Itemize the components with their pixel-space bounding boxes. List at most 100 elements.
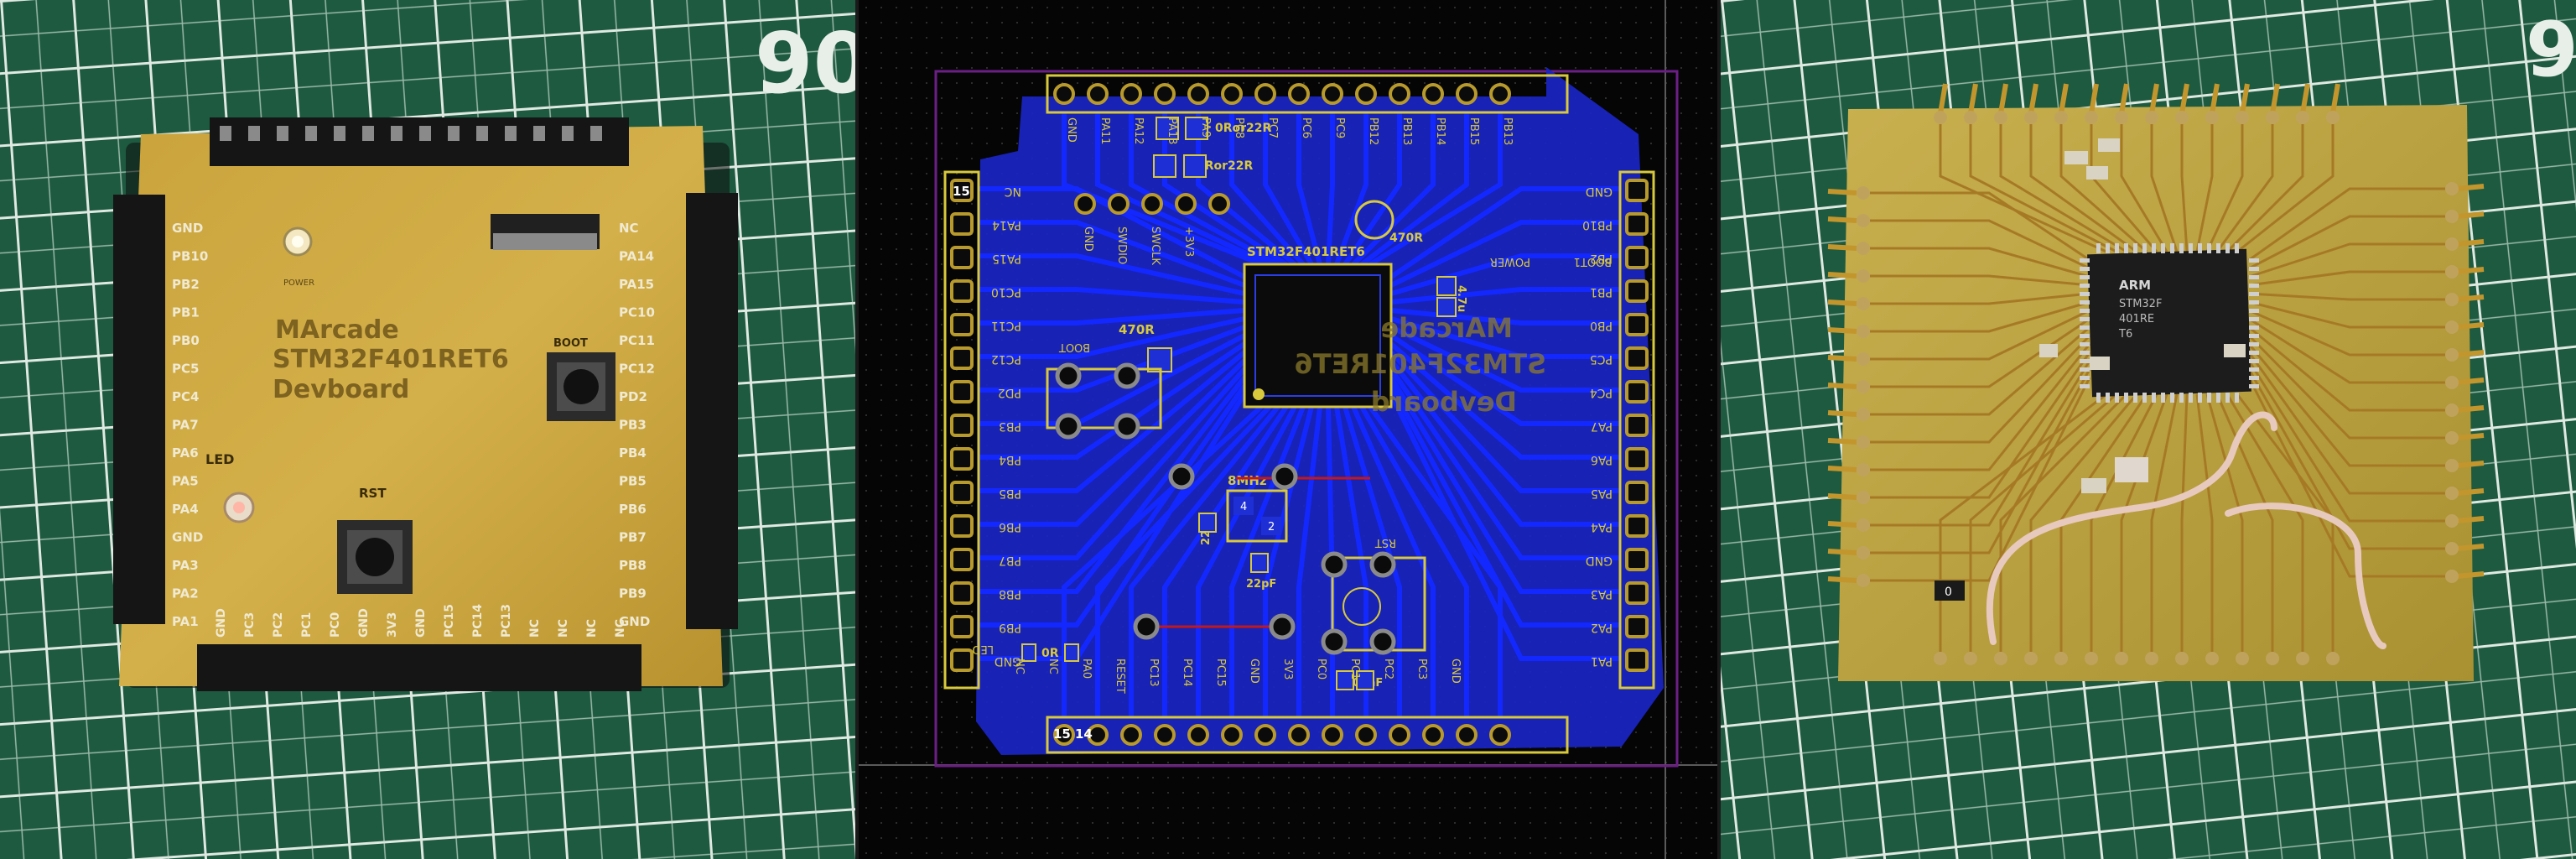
svg-text:STM32F401RET6: STM32F401RET6 [1295, 348, 1547, 380]
boot-button [547, 352, 615, 421]
r470b-label: 470R [1389, 232, 1423, 245]
pin-label-right: PA15 [619, 277, 654, 292]
right-pin-labels: NCPA14PA15PC10PC11PC12PD2PB3PB4PB5PB6PB7… [619, 221, 655, 629]
swd-label: SWDIO [1115, 226, 1128, 264]
photo-panel-assembled-board: 90 MArcade STM32F401RET6 Devboard POWER … [0, 0, 855, 859]
pcb-pin-label-top: PB14 [1434, 117, 1446, 145]
pin-label-bottom: GND [215, 608, 228, 638]
pin-label-left: PA4 [172, 502, 199, 517]
pin-label-left: PC4 [172, 389, 199, 404]
pin-number-14: 14 [1075, 726, 1093, 742]
mcu-footprint [1243, 263, 1393, 409]
mirrored-board-title: MArcade STM32F401RET6 Devboard [1295, 312, 1547, 418]
pcb-pin-label-bottom: RESET [1114, 659, 1126, 694]
top-header-outline [1046, 74, 1569, 114]
cap-4u7-label: 4.7u [1455, 285, 1467, 312]
pin-label-left: PB2 [172, 277, 200, 292]
pin-label-right: PB8 [619, 558, 647, 573]
r470-label: 470R [1119, 322, 1155, 337]
pcb-pin-label-right: PC5 [1590, 352, 1613, 366]
pin-label-right: NC [619, 221, 639, 236]
boot-label: BOOT [553, 337, 588, 350]
pcb-pin-label-bottom: NC [1013, 659, 1026, 674]
pin-label-right: PC10 [619, 305, 655, 320]
rst-label: RST [359, 486, 387, 501]
chip-marking-4: T6 [2118, 328, 2132, 341]
cap-pad [1198, 513, 1217, 533]
pcb-pin-label-left: PB9 [999, 621, 1021, 634]
pcb-pin-label-bottom: PC0 [1315, 659, 1327, 679]
pcb-pin-label-left: PC11 [991, 319, 1021, 332]
pcb-pin-label-right: GND [1586, 554, 1613, 567]
title-line-2: STM32F401RET6 [273, 345, 509, 374]
pin-label-bottom: NC [614, 619, 627, 638]
pcb-pin-label-right: PA6 [1591, 453, 1613, 466]
pcb-pin-label-top: PB12 [1367, 117, 1379, 145]
led-label: LED [205, 451, 234, 467]
photo-panel-bottom-side: 9 ARM STM32F 401RE T6 0 [1721, 0, 2576, 859]
reset-button [337, 520, 413, 594]
pcb-misc-label: LED [973, 643, 994, 655]
c22-label-2: 22pF [1246, 578, 1276, 591]
pcb-pin-label-bottom: NC [1046, 659, 1059, 674]
board-outline [934, 70, 1679, 768]
pin-label-bottom: PC0 [329, 612, 342, 638]
pcb-pin-label-bottom: 3V3 [1281, 659, 1294, 679]
pcb-misc-label: RST [1375, 536, 1396, 549]
pcb-pin-label-left: PB7 [999, 554, 1021, 567]
pcb-pin-label-right: PB10 [1582, 218, 1613, 232]
swd-label: SWCLK [1149, 226, 1161, 265]
pcb-layout-panel: STM32F401RET6 MArcade STM32F401RET6 Devb… [859, 0, 1717, 859]
pcb-pin-label-bottom: PC1 [1348, 659, 1361, 679]
crystal-label: 8MHz [1228, 473, 1267, 488]
pcb-pin-label-top: PA11 [1098, 117, 1111, 144]
pin-label-bottom: GND [357, 608, 371, 638]
pcb-pin-label-left: NC [1005, 185, 1021, 198]
pcb-pin-label-top: PC8 [1233, 117, 1245, 138]
pcb-pin-label-bottom: GND [1248, 659, 1260, 684]
pcb-pin-label-left: PA15 [992, 252, 1021, 265]
pin-label-left: PA2 [172, 586, 199, 601]
chip-marking-2: STM32F [2119, 298, 2162, 310]
swd-label: +3V3 [1182, 226, 1195, 257]
r1-label: 0Ror22R [1215, 122, 1272, 135]
pin-number-15b: 15 [1053, 726, 1071, 742]
crystal-outline [1226, 489, 1288, 543]
resistor-pad [1185, 117, 1208, 140]
pcb-pin-label-bottom: PA0 [1080, 659, 1093, 679]
pcb-pin-label-right: PA7 [1591, 419, 1613, 433]
swd-pin-header [491, 214, 600, 250]
pin-label-left: GND [172, 221, 203, 236]
pcb-pin-label-right: PB1 [1590, 285, 1613, 299]
pcb-pin-label-right: GND [1586, 185, 1613, 198]
pcb-pin-label-bottom: PC14 [1181, 659, 1193, 686]
power-led [283, 226, 313, 257]
pcb-pin-label-bottom: PC3 [1415, 659, 1428, 679]
pin-label-left: PA1 [172, 614, 199, 629]
pcb-pin-label-top: PC6 [1300, 117, 1312, 138]
pin-label-right: PB6 [619, 502, 647, 517]
pin-label-left: PA7 [172, 418, 199, 433]
pin-label-bottom: NC [585, 619, 599, 638]
pcb-pin-label-left: PA14 [992, 218, 1021, 232]
smd-resistor [1935, 580, 1965, 601]
pin-label-left: PB0 [172, 333, 200, 348]
pin-label-bottom: PC15 [443, 604, 456, 638]
header-pins [1827, 83, 2485, 665]
svg-text:Devboard: Devboard [1371, 386, 1517, 418]
pcb-pin-label-left: PB6 [999, 520, 1021, 534]
assembled-board-photo: 90 MArcade STM32F401RET6 Devboard POWER … [0, 0, 855, 859]
cap-pad [1436, 297, 1457, 317]
bodge-wires [1986, 411, 2386, 649]
pcb-pin-label-top: PC7 [1266, 117, 1279, 138]
pcb-pin-label-top: GND [1065, 117, 1078, 143]
pcb-pin-label-bottom: PC13 [1147, 659, 1160, 686]
pin-label-right: PC11 [619, 333, 655, 348]
pcb-board [119, 126, 730, 688]
pcb-pin-label-left: GND [995, 654, 1021, 668]
pin-label-bottom: GND [414, 608, 428, 638]
mcu-chip [2080, 243, 2259, 403]
bottom-side-photo: 9 ARM STM32F 401RE T6 0 [1721, 0, 2576, 859]
